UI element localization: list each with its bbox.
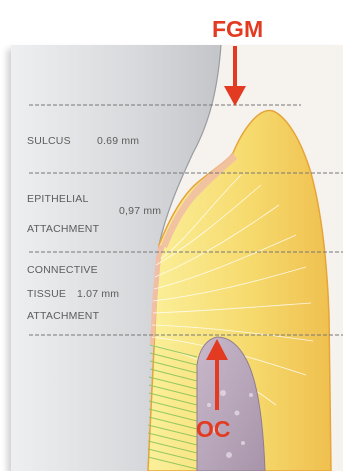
fgm-arrow-icon — [224, 46, 246, 106]
fgm-marker-label: FGM — [212, 16, 263, 43]
oc-marker-label: OC — [196, 416, 231, 443]
oc-arrow-icon — [206, 339, 228, 410]
